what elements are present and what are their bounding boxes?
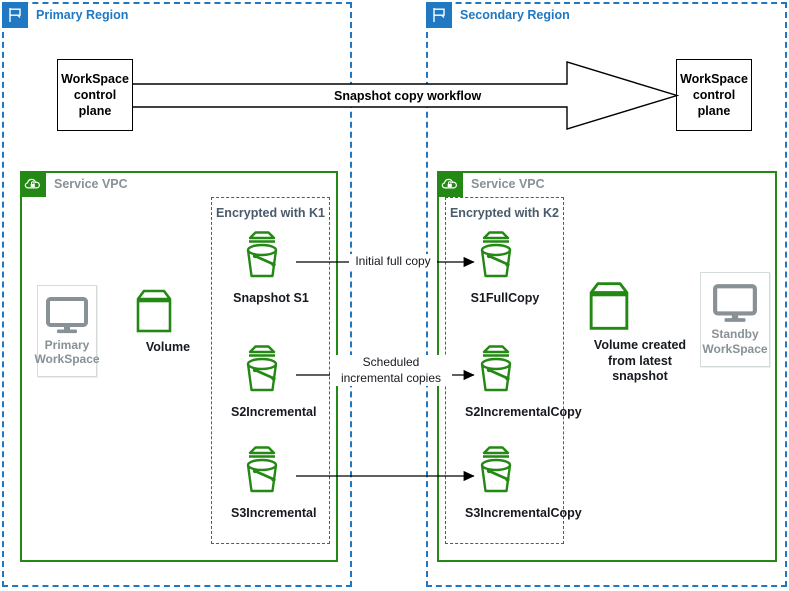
snapshot-s3-copy: S3IncrementalCopy <box>465 441 582 522</box>
standby-workspace-label: Standby WorkSpace <box>702 327 768 356</box>
snapshot-s2: S2Incremental <box>231 340 317 421</box>
region-flag-icon <box>426 2 452 28</box>
copy-arrow-2-label: Scheduled incremental copies <box>330 355 452 387</box>
snapshot-bucket-icon <box>231 441 311 503</box>
snapshot-s1-copy: S1FullCopy <box>465 226 545 307</box>
snapshot-bucket-icon <box>231 226 311 288</box>
secondary-service-vpc-label: Service VPC <box>471 177 545 191</box>
secondary-volume: Volume created from latest snapshot <box>580 277 700 385</box>
snapshot-s3-label: S3Incremental <box>231 506 317 520</box>
snapshot-s1-label: Snapshot S1 <box>233 291 309 305</box>
volume-icon <box>580 277 700 335</box>
region-flag-icon <box>2 2 28 28</box>
snapshot-copy-workflow-label: Snapshot copy workflow <box>330 89 486 103</box>
snapshot-s2-label: S2Incremental <box>231 405 317 419</box>
snapshot-bucket-icon <box>465 340 545 402</box>
region-secondary-label: Secondary Region <box>460 8 570 22</box>
copy-arrow-1-label: Initial full copy <box>349 254 437 270</box>
encryption-group-k1-label: Encrypted with K1 <box>215 206 326 220</box>
snapshot-s2-copy: S2IncrementalCopy <box>465 340 582 421</box>
workspace-monitor-icon <box>712 283 758 325</box>
snapshot-s2-copy-label: S2IncrementalCopy <box>465 405 582 419</box>
workspace-monitor-icon <box>45 296 89 336</box>
region-secondary <box>426 2 787 587</box>
standby-workspace: Standby WorkSpace <box>700 272 770 367</box>
snapshot-s1: Snapshot S1 <box>231 226 311 307</box>
snapshot-bucket-icon <box>465 441 545 503</box>
secondary-volume-label: Volume created from latest snapshot <box>593 338 687 384</box>
encryption-group-k2-label: Encrypted with K2 <box>449 206 560 220</box>
vpc-cloud-lock-icon <box>20 171 46 197</box>
region-primary-label: Primary Region <box>36 8 129 22</box>
volume-icon <box>128 285 208 337</box>
primary-service-vpc-label: Service VPC <box>54 177 128 191</box>
primary-volume: Volume <box>128 285 208 356</box>
snapshot-bucket-icon <box>231 340 311 402</box>
secondary-control-plane: WorkSpace control plane <box>676 59 752 131</box>
primary-control-plane: WorkSpace control plane <box>57 59 133 131</box>
encryption-group-k1: Encrypted with K1 <box>211 197 330 544</box>
snapshot-bucket-icon <box>465 226 545 288</box>
snapshot-s1-copy-label: S1FullCopy <box>470 291 540 305</box>
region-primary <box>2 2 352 587</box>
vpc-cloud-lock-icon <box>437 171 463 197</box>
primary-workspace: Primary WorkSpace <box>34 285 100 377</box>
snapshot-s3-copy-label: S3IncrementalCopy <box>465 506 582 520</box>
primary-workspace-label: Primary WorkSpace <box>34 337 100 366</box>
primary-volume-label: Volume <box>145 340 191 354</box>
snapshot-s3: S3Incremental <box>231 441 317 522</box>
copy-arrow-3 <box>296 470 475 482</box>
